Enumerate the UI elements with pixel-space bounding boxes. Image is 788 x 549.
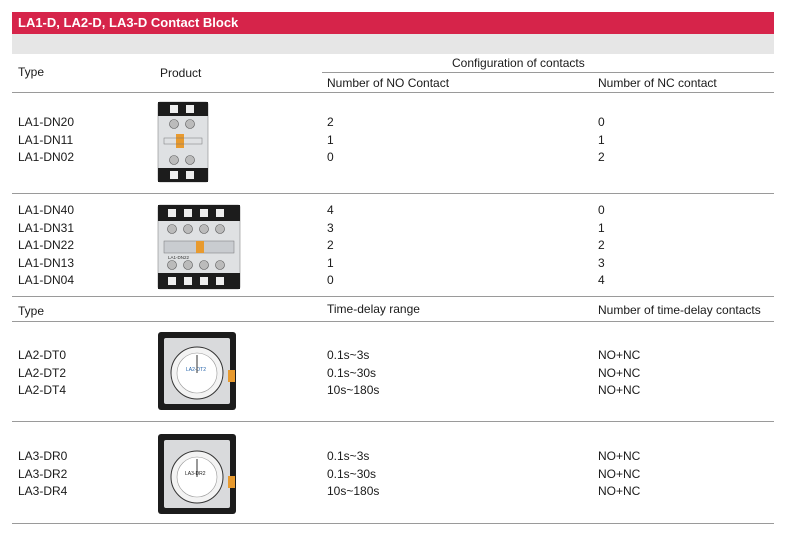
range-cell: 10s~180s — [327, 383, 380, 397]
group2-nc: 0 1 2 3 4 — [598, 202, 605, 290]
contacts-cell: NO+NC — [598, 348, 641, 362]
nc-cell: 0 — [598, 115, 605, 129]
range-cell: 10s~180s — [327, 484, 380, 498]
group1-nc: 0 1 2 — [598, 114, 605, 167]
type-cell: LA1-DN04 — [18, 273, 75, 287]
group1-divider — [12, 193, 774, 194]
header2-divider — [12, 321, 774, 322]
contacts-cell: NO+NC — [598, 365, 641, 380]
range-cell: 0.1s~30s — [327, 466, 377, 481]
no-cell: 1 — [327, 255, 334, 270]
no-cell: 2 — [327, 115, 334, 129]
group3-contacts: NO+NC NO+NC NO+NC — [598, 347, 640, 400]
range-cell: 0.1s~3s — [327, 348, 370, 362]
nc-cell: 4 — [598, 273, 605, 287]
title-underbar — [12, 34, 774, 54]
group3-types: LA2-DT0 LA2-DT2 LA2-DT4 — [18, 347, 66, 400]
type-cell: LA3-DR2 — [18, 466, 68, 481]
type-cell: LA2-DT0 — [18, 348, 67, 362]
timer-la3-image: LA3-DR2 — [158, 434, 236, 514]
no-contact-header: Number of NO Contact — [327, 76, 450, 90]
contacts-cell: NO+NC — [598, 484, 641, 498]
group2-types: LA1-DN40 LA1-DN31 LA1-DN22 LA1-DN13 LA1-… — [18, 202, 74, 290]
type-cell: LA1-DN11 — [18, 132, 74, 147]
group3-divider — [12, 421, 774, 422]
no-cell: 3 — [327, 220, 334, 235]
contacts-cell: NO+NC — [598, 466, 641, 481]
nc-cell: 2 — [598, 150, 605, 164]
nc-cell: 1 — [598, 220, 605, 235]
dial-label: LA2-DT2 — [186, 367, 206, 373]
product-header: Product — [160, 66, 202, 80]
type-cell: LA1-DN31 — [18, 220, 75, 235]
contact-block-2pole-image — [157, 101, 209, 183]
group1-types: LA1-DN20 LA1-DN11 LA1-DN02 — [18, 114, 74, 167]
contact-block-4pole-image: LA1-DN22 — [157, 204, 241, 290]
product-label: LA1-DN22 — [168, 255, 190, 260]
group4-types: LA3-DR0 LA3-DR2 LA3-DR4 — [18, 448, 67, 501]
type-cell: LA3-DR0 — [18, 449, 68, 463]
header-divider — [12, 92, 774, 93]
no-cell: 4 — [327, 203, 334, 217]
dial-label: LA3-DR2 — [185, 471, 206, 477]
range-cell: 0.1s~3s — [327, 449, 370, 463]
no-cell: 2 — [327, 238, 334, 252]
type-cell: LA1-DN13 — [18, 255, 75, 270]
group4-contacts: NO+NC NO+NC NO+NC — [598, 448, 640, 501]
contacts-cell: NO+NC — [598, 449, 641, 463]
nc-contact-header: Number of NC contact — [598, 76, 717, 90]
group1-no: 2 1 0 — [327, 114, 334, 167]
type-cell: LA1-DN22 — [18, 238, 75, 252]
no-cell: 0 — [327, 273, 334, 287]
group2-no: 4 3 2 1 0 — [327, 202, 334, 290]
type-cell: LA1-DN20 — [18, 115, 75, 129]
delay-contacts-header: Number of time-delay contacts — [598, 303, 761, 317]
type-cell: LA1-DN40 — [18, 203, 75, 217]
no-cell: 0 — [327, 150, 334, 164]
type-header: Type — [18, 65, 45, 79]
nc-cell: 1 — [598, 132, 605, 147]
config-underline — [322, 72, 774, 73]
group2-divider — [12, 296, 774, 297]
group4-range: 0.1s~3s 0.1s~30s 10s~180s — [327, 448, 379, 501]
nc-cell: 0 — [598, 203, 605, 217]
range-header: Time-delay range — [327, 302, 420, 316]
type-cell: LA3-DR4 — [18, 484, 68, 498]
group3-range: 0.1s~3s 0.1s~30s 10s~180s — [327, 347, 379, 400]
section-title: LA1-D, LA2-D, LA3-D Contact Block — [12, 12, 774, 34]
no-cell: 1 — [327, 132, 334, 147]
type-cell: LA2-DT4 — [18, 383, 67, 397]
type-cell: LA2-DT2 — [18, 365, 67, 380]
timer-la2-image: LA2-DT2 — [158, 332, 236, 410]
range-cell: 0.1s~30s — [327, 365, 377, 380]
type-header-2: Type — [18, 304, 45, 318]
config-header: Configuration of contacts — [452, 56, 585, 70]
bottom-divider — [12, 523, 774, 524]
nc-cell: 2 — [598, 238, 605, 252]
contacts-cell: NO+NC — [598, 383, 641, 397]
nc-cell: 3 — [598, 255, 605, 270]
type-cell: LA1-DN02 — [18, 150, 75, 164]
